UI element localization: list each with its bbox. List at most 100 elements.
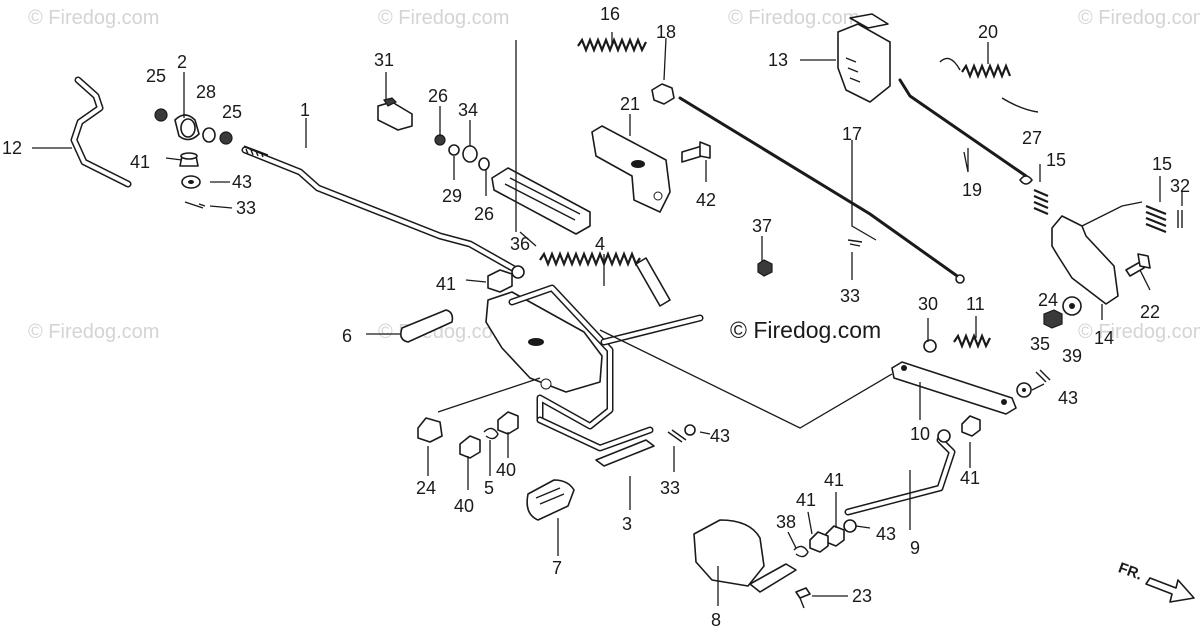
front-marker-label: FR.: [1116, 559, 1145, 583]
callout-17: 17: [842, 124, 862, 144]
part-35-pin: [1035, 369, 1051, 383]
callout-28: 28: [196, 82, 216, 102]
callout-15: 15: [1046, 150, 1066, 170]
callout-26: 26: [428, 86, 448, 106]
part-40-bushing: [497, 411, 519, 435]
watermark: © Firedog.com: [28, 7, 159, 29]
callout-8: 8: [711, 610, 721, 630]
watermark: © Firedog.com: [728, 7, 859, 29]
part-42-bolt: [681, 145, 703, 163]
part-33-pin: [184, 201, 206, 209]
callout-14: 14: [1094, 328, 1114, 348]
part-41-bushing: [961, 415, 981, 437]
callout-33: 33: [660, 478, 680, 498]
callout-37: 37: [752, 216, 772, 236]
part-43-washer: [684, 424, 696, 436]
part-26-nut: [434, 134, 446, 146]
part-4-spring: [539, 251, 641, 267]
callout-27: 27: [1022, 128, 1042, 148]
part-36-lever: [491, 167, 591, 235]
callout-41: 41: [796, 490, 816, 510]
part-8-pedal: [693, 519, 765, 587]
callout-29: 29: [442, 186, 462, 206]
part-15-spring: [1145, 204, 1167, 234]
callout-41: 41: [824, 470, 844, 490]
callout-41: 41: [436, 274, 456, 294]
callout-labels: 1 2 3 4 5 6 7 8 9 10 11 12 13 14 15 15 1…: [2, 4, 1190, 630]
part-37-nut: [757, 259, 773, 277]
part-21-plate: [591, 125, 671, 213]
site-credit: © Firedog.com: [730, 317, 881, 343]
callout-22: 22: [1140, 302, 1160, 322]
callout-30: 30: [918, 294, 938, 314]
part-18-nut: [651, 83, 675, 105]
callout-33: 33: [236, 198, 256, 218]
callout-43: 43: [232, 172, 252, 192]
watermark: © Firedog.com: [1078, 7, 1200, 29]
part-25-nut: [154, 108, 168, 122]
callout-41: 41: [130, 152, 150, 172]
callout-16: 16: [600, 4, 620, 24]
part-6-grip: [400, 309, 454, 343]
callout-13: 13: [768, 50, 788, 70]
part-43-washer: [843, 519, 857, 533]
part-38-clip: [793, 545, 809, 558]
callout-39: 39: [1062, 346, 1082, 366]
front-arrow-icon: [1145, 577, 1195, 603]
callout-7: 7: [552, 558, 562, 578]
part-41-bushing: [487, 269, 513, 293]
callout-40: 40: [454, 496, 474, 516]
callout-6: 6: [342, 326, 352, 346]
part-41-bushing: [809, 531, 829, 553]
part-19-rod: [898, 78, 1028, 178]
callout-24: 24: [1038, 290, 1058, 310]
callout-5: 5: [484, 478, 494, 498]
part-29-washer: [448, 144, 460, 156]
callout-25: 25: [146, 66, 166, 86]
callout-43: 43: [710, 426, 730, 446]
callout-20: 20: [978, 22, 998, 42]
part-11-spring: [953, 333, 991, 349]
watermark: © Firedog.com: [378, 7, 509, 29]
callout-42: 42: [696, 190, 716, 210]
part-16-spring: [577, 37, 647, 53]
callout-25: 25: [222, 102, 242, 122]
callout-38: 38: [776, 512, 796, 532]
part-27-clip: [1019, 175, 1033, 185]
part-15-spring: [1033, 188, 1049, 216]
callout-36: 36: [510, 234, 530, 254]
callout-24: 24: [416, 478, 436, 498]
part-9-shaft: [844, 436, 956, 516]
callout-40: 40: [496, 460, 516, 480]
part-30-washer: [923, 339, 937, 353]
callout-19: 19: [962, 180, 982, 200]
callout-33: 33: [840, 286, 860, 306]
part-32-pin: [1177, 210, 1183, 228]
callout-2: 2: [177, 52, 187, 72]
callout-11: 11: [966, 294, 985, 314]
callout-35: 35: [1030, 334, 1050, 354]
part-24-nut: [417, 417, 443, 443]
part-20-spring: [961, 63, 1012, 79]
part-17-cable: [678, 96, 962, 280]
part-33-pin: [667, 429, 687, 443]
callout-12: 12: [2, 138, 22, 158]
parts-drawings: [70, 13, 1195, 609]
part-23-bolt: [795, 587, 811, 599]
part-40-bushing: [459, 435, 481, 459]
callout-18: 18: [656, 22, 676, 42]
callout-23: 23: [852, 586, 872, 606]
callout-21: 21: [620, 94, 640, 114]
callout-1: 1: [300, 100, 310, 120]
callout-41: 41: [960, 468, 980, 488]
watermark-layer: © Firedog.com © Firedog.com © Firedog.co…: [28, 7, 1200, 343]
callout-43: 43: [1058, 388, 1078, 408]
callout-26: 26: [474, 204, 494, 224]
part-5-clip: [483, 427, 499, 440]
leader-lines: [32, 32, 1183, 606]
part-33-pin: [847, 239, 863, 247]
part-13-bracket: [837, 23, 891, 103]
part-24-nut: [1043, 309, 1063, 329]
callout-15: 15: [1152, 154, 1172, 174]
callout-43: 43: [876, 524, 896, 544]
